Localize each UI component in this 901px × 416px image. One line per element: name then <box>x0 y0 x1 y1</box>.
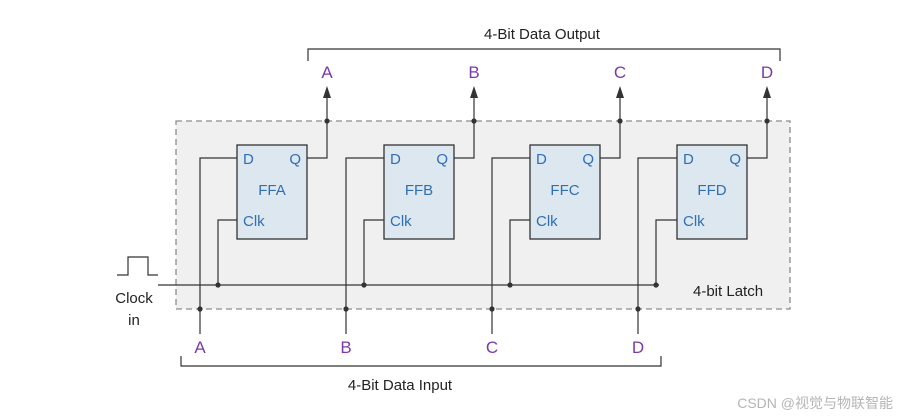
data-output-label: D <box>761 63 773 82</box>
flip-flop-box <box>383 144 455 240</box>
clock-wire <box>655 219 677 285</box>
flip-flop-box <box>529 144 601 240</box>
data-input-label: A <box>194 338 206 357</box>
output-arrow-icon <box>616 86 624 98</box>
latch-label: 4-bit Latch <box>693 283 763 300</box>
ff-pin-q-label: Q <box>729 151 741 168</box>
data-output-wire <box>307 97 328 159</box>
ff-name-label: FFB <box>405 182 433 199</box>
clock-label-line2: in <box>128 312 140 329</box>
output-junction-dot <box>471 118 477 124</box>
output-bracket <box>307 48 781 61</box>
output-arrow-icon <box>470 86 478 98</box>
clock-junction-dot <box>507 282 513 288</box>
data-output-label: A <box>321 63 333 82</box>
clock-wire <box>509 219 530 285</box>
data-input-wire <box>345 157 384 334</box>
ff-pin-d-label: D <box>243 151 254 168</box>
clock-junction-dot <box>361 282 367 288</box>
data-output-label: C <box>614 63 626 82</box>
data-input-wire <box>199 157 237 334</box>
ff-name-label: FFD <box>697 182 726 199</box>
flip-flop-box <box>236 144 308 240</box>
ff-pin-clk-label: Clk <box>243 213 265 230</box>
ff-name-label: FFA <box>258 182 286 199</box>
input-title: 4-Bit Data Input <box>348 377 453 394</box>
ff-pin-clk-label: Clk <box>683 213 705 230</box>
data-input-label: C <box>486 338 498 357</box>
ff-pin-clk-label: Clk <box>390 213 412 230</box>
output-arrow-icon <box>763 86 771 98</box>
ff-pin-d-label: D <box>390 151 401 168</box>
input-junction-dot <box>635 306 641 312</box>
output-junction-dot <box>764 118 770 124</box>
clock-label-line1: Clock <box>115 290 153 307</box>
data-output-wire <box>600 97 621 159</box>
data-output-wire <box>454 97 475 159</box>
ff-pin-q-label: Q <box>436 151 448 168</box>
data-output-wire <box>747 97 768 159</box>
clock-wire <box>217 219 237 285</box>
output-junction-dot <box>324 118 330 124</box>
output-junction-dot <box>617 118 623 124</box>
data-input-label: D <box>632 338 644 357</box>
data-input-wire <box>491 157 530 334</box>
flip-flop-box <box>676 144 748 240</box>
clock-wire <box>363 219 384 285</box>
input-bracket <box>180 356 662 367</box>
ff-pin-q-label: Q <box>289 151 301 168</box>
data-input-wire <box>637 157 677 334</box>
data-output-label: B <box>468 63 479 82</box>
ff-pin-clk-label: Clk <box>536 213 558 230</box>
ff-name-label: FFC <box>550 182 579 199</box>
input-junction-dot <box>197 306 203 312</box>
watermark: CSDN @视觉与物联智能 <box>737 395 893 411</box>
output-title: 4-Bit Data Output <box>484 26 601 43</box>
data-input-label: B <box>340 338 351 357</box>
clock-pulse-icon <box>117 256 158 276</box>
clock-junction-dot <box>653 282 659 288</box>
output-arrow-icon <box>323 86 331 98</box>
ff-pin-d-label: D <box>683 151 694 168</box>
ff-pin-q-label: Q <box>582 151 594 168</box>
ff-pin-d-label: D <box>536 151 547 168</box>
input-junction-dot <box>489 306 495 312</box>
input-junction-dot <box>343 306 349 312</box>
clock-junction-dot <box>215 282 221 288</box>
